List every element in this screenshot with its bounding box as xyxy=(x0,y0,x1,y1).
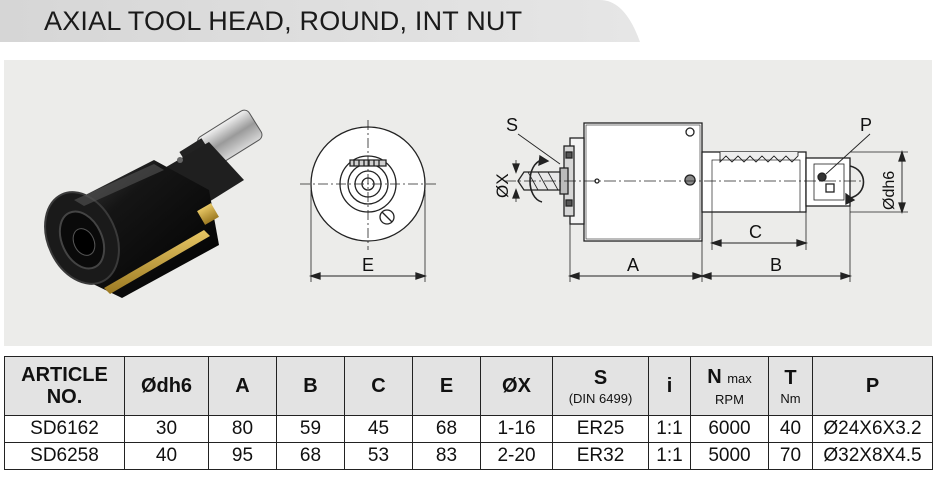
cell-p: Ø24X6X3.2 xyxy=(812,415,933,443)
cell-c: 53 xyxy=(344,442,413,470)
header-n-sup: max xyxy=(727,370,752,386)
header-b: B xyxy=(276,356,345,416)
header-t-label: T xyxy=(784,366,797,389)
header-s: S (DIN 6499) xyxy=(552,356,649,416)
cell-a: 80 xyxy=(208,415,277,443)
cell-n: 6000 xyxy=(690,415,769,443)
cell-b: 59 xyxy=(276,415,345,443)
table-header-row: ARTICLE NO. Ødh6 A B C E ØX S (DIN 6499)… xyxy=(4,356,933,416)
cell-t: 40 xyxy=(768,415,813,443)
label-a: A xyxy=(627,255,639,275)
title-bar-shape xyxy=(0,0,640,42)
header-i: i xyxy=(648,356,691,416)
header-article: ARTICLE NO. xyxy=(4,356,125,416)
header-n-label: N xyxy=(707,365,722,388)
header-a: A xyxy=(208,356,277,416)
drawing-svg: E xyxy=(44,109,908,298)
cell-c: 45 xyxy=(344,415,413,443)
header-odh6: Ødh6 xyxy=(124,356,209,416)
cell-ox: 2-20 xyxy=(480,442,553,470)
label-e: E xyxy=(362,255,374,275)
cell-ox: 1-16 xyxy=(480,415,553,443)
header-ox: ØX xyxy=(480,356,553,416)
cell-b: 68 xyxy=(276,442,345,470)
cell-n: 5000 xyxy=(690,442,769,470)
cell-t: 70 xyxy=(768,442,813,470)
cell-i: 1:1 xyxy=(648,415,691,443)
header-s-sub: (DIN 6499) xyxy=(568,390,633,406)
header-e: E xyxy=(412,356,481,416)
cell-e: 83 xyxy=(412,442,481,470)
header-n-sub: RPM xyxy=(715,391,744,407)
cell-a: 95 xyxy=(208,442,277,470)
header-c: C xyxy=(344,356,413,416)
label-c: C xyxy=(749,222,762,242)
cell-e: 68 xyxy=(412,415,481,443)
spec-table: ARTICLE NO. Ødh6 A B C E ØX S (DIN 6499)… xyxy=(4,356,933,470)
header-s-label: S xyxy=(593,366,608,389)
cell-i: 1:1 xyxy=(648,442,691,470)
title-bar: AXIAL TOOL HEAD, ROUND, INT NUT xyxy=(0,0,936,46)
cell-article: SD6162 xyxy=(4,415,125,443)
page-title: AXIAL TOOL HEAD, ROUND, INT NUT xyxy=(44,6,523,36)
header-t-sub: Nm xyxy=(780,390,801,406)
front-view xyxy=(300,120,436,282)
label-ox: ØX xyxy=(493,173,512,198)
label-b: B xyxy=(770,255,782,275)
tool-head-render xyxy=(44,109,263,298)
side-view xyxy=(504,122,908,282)
cell-s: ER32 xyxy=(552,442,649,470)
technical-drawing: E xyxy=(4,60,932,346)
cell-p: Ø32X8X4.5 xyxy=(812,442,933,470)
label-odh6: Ødh6 xyxy=(881,171,898,210)
cell-odh6: 40 xyxy=(124,442,209,470)
label-p: P xyxy=(860,115,872,135)
label-s: S xyxy=(506,115,518,135)
table-row: SD6162 30 80 59 45 68 1-16 ER25 1:1 6000… xyxy=(4,415,933,443)
cell-article: SD6258 xyxy=(4,442,125,470)
header-p: P xyxy=(812,356,933,416)
header-t: T Nm xyxy=(768,356,813,416)
cell-odh6: 30 xyxy=(124,415,209,443)
header-n: N max RPM xyxy=(690,356,769,416)
cell-s: ER25 xyxy=(552,415,649,443)
table-row: SD6258 40 95 68 53 83 2-20 ER32 1:1 5000… xyxy=(4,442,933,470)
